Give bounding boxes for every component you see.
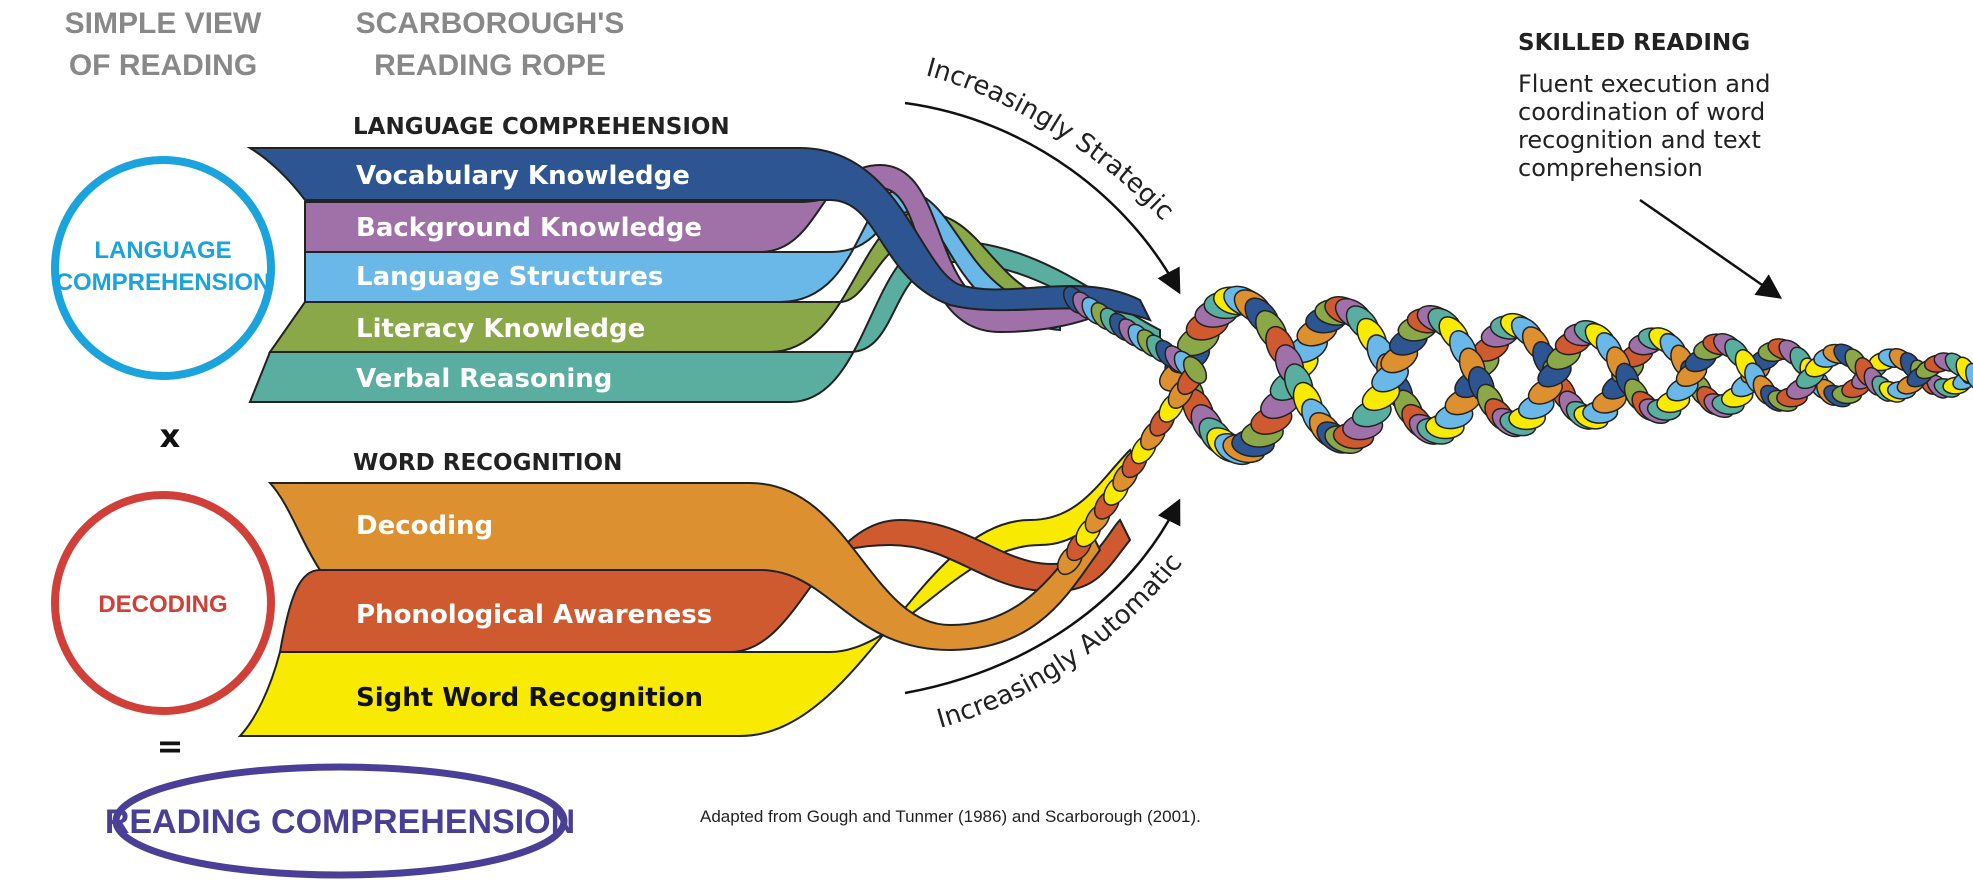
reading-comprehension-ellipse xyxy=(112,763,568,879)
word-recognition-strands xyxy=(237,448,1142,737)
skilled-reading-title: SKILLED READING xyxy=(1518,30,1750,56)
sight-word-recognition-label: Sight Word Recognition xyxy=(356,683,703,713)
decoding-strand-label: Decoding xyxy=(356,511,493,541)
word-recognition-title: WORD RECOGNITION xyxy=(353,450,622,476)
skilled-reading-line3: recognition and text xyxy=(1518,126,1761,154)
language-circle-line1: LANGUAGE xyxy=(94,237,231,264)
decoding-strand xyxy=(267,482,1102,652)
language-structures-label: Language Structures xyxy=(356,262,663,292)
strategic-arrow xyxy=(904,101,1181,295)
source-caption: Adapted from Gough and Tunmer (1986) and… xyxy=(700,807,1201,826)
language-comprehension-title: LANGUAGE COMPREHENSION xyxy=(353,114,730,140)
decoding-ring xyxy=(51,491,275,715)
increasingly-strategic-label: Increasingly Strategic xyxy=(923,53,1180,227)
language-circle-line2: COMPREHENSION xyxy=(56,269,271,296)
rope-segment xyxy=(1182,355,1208,385)
multiply-sign: x xyxy=(160,417,181,455)
decoding-circle: DECODING xyxy=(51,491,275,715)
simple-view-header-line2: OF READING xyxy=(69,49,257,82)
automatic-arrow xyxy=(904,498,1181,695)
simple-view-header-line1: SIMPLE VIEW xyxy=(65,7,262,40)
vocabulary-knowledge-label: Vocabulary Knowledge xyxy=(356,161,690,191)
skilled-reading-line1: Fluent execution and xyxy=(1518,70,1770,98)
rope-segment xyxy=(1965,362,1973,390)
decoding-circle-label: DECODING xyxy=(98,591,227,618)
reading-comprehension-label: READING COMPREHENSION xyxy=(105,803,575,841)
equals-sign: = xyxy=(157,727,184,765)
skilled-reading-line4: comprehension xyxy=(1518,154,1703,182)
phonological-awareness-label: Phonological Awareness xyxy=(356,600,712,630)
reading-rope-header-line2: READING ROPE xyxy=(374,49,606,82)
reading-rope-header-line1: SCARBOROUGH'S xyxy=(356,7,625,40)
background-knowledge-label: Background Knowledge xyxy=(356,213,702,243)
skilled-reading-line2: coordination of word xyxy=(1518,98,1765,126)
braided-rope xyxy=(1056,285,1973,576)
literacy-knowledge-label: Literacy Knowledge xyxy=(356,314,645,344)
verbal-reasoning-label: Verbal Reasoning xyxy=(356,364,612,394)
language-comprehension-ring xyxy=(51,156,275,380)
skilled-reading-arrow xyxy=(1639,198,1783,299)
reading-comprehension-result: READING COMPREHENSION xyxy=(105,763,575,879)
language-comprehension-circle: LANGUAGE COMPREHENSION xyxy=(51,156,275,380)
verbal-reasoning-strand xyxy=(248,238,1161,403)
